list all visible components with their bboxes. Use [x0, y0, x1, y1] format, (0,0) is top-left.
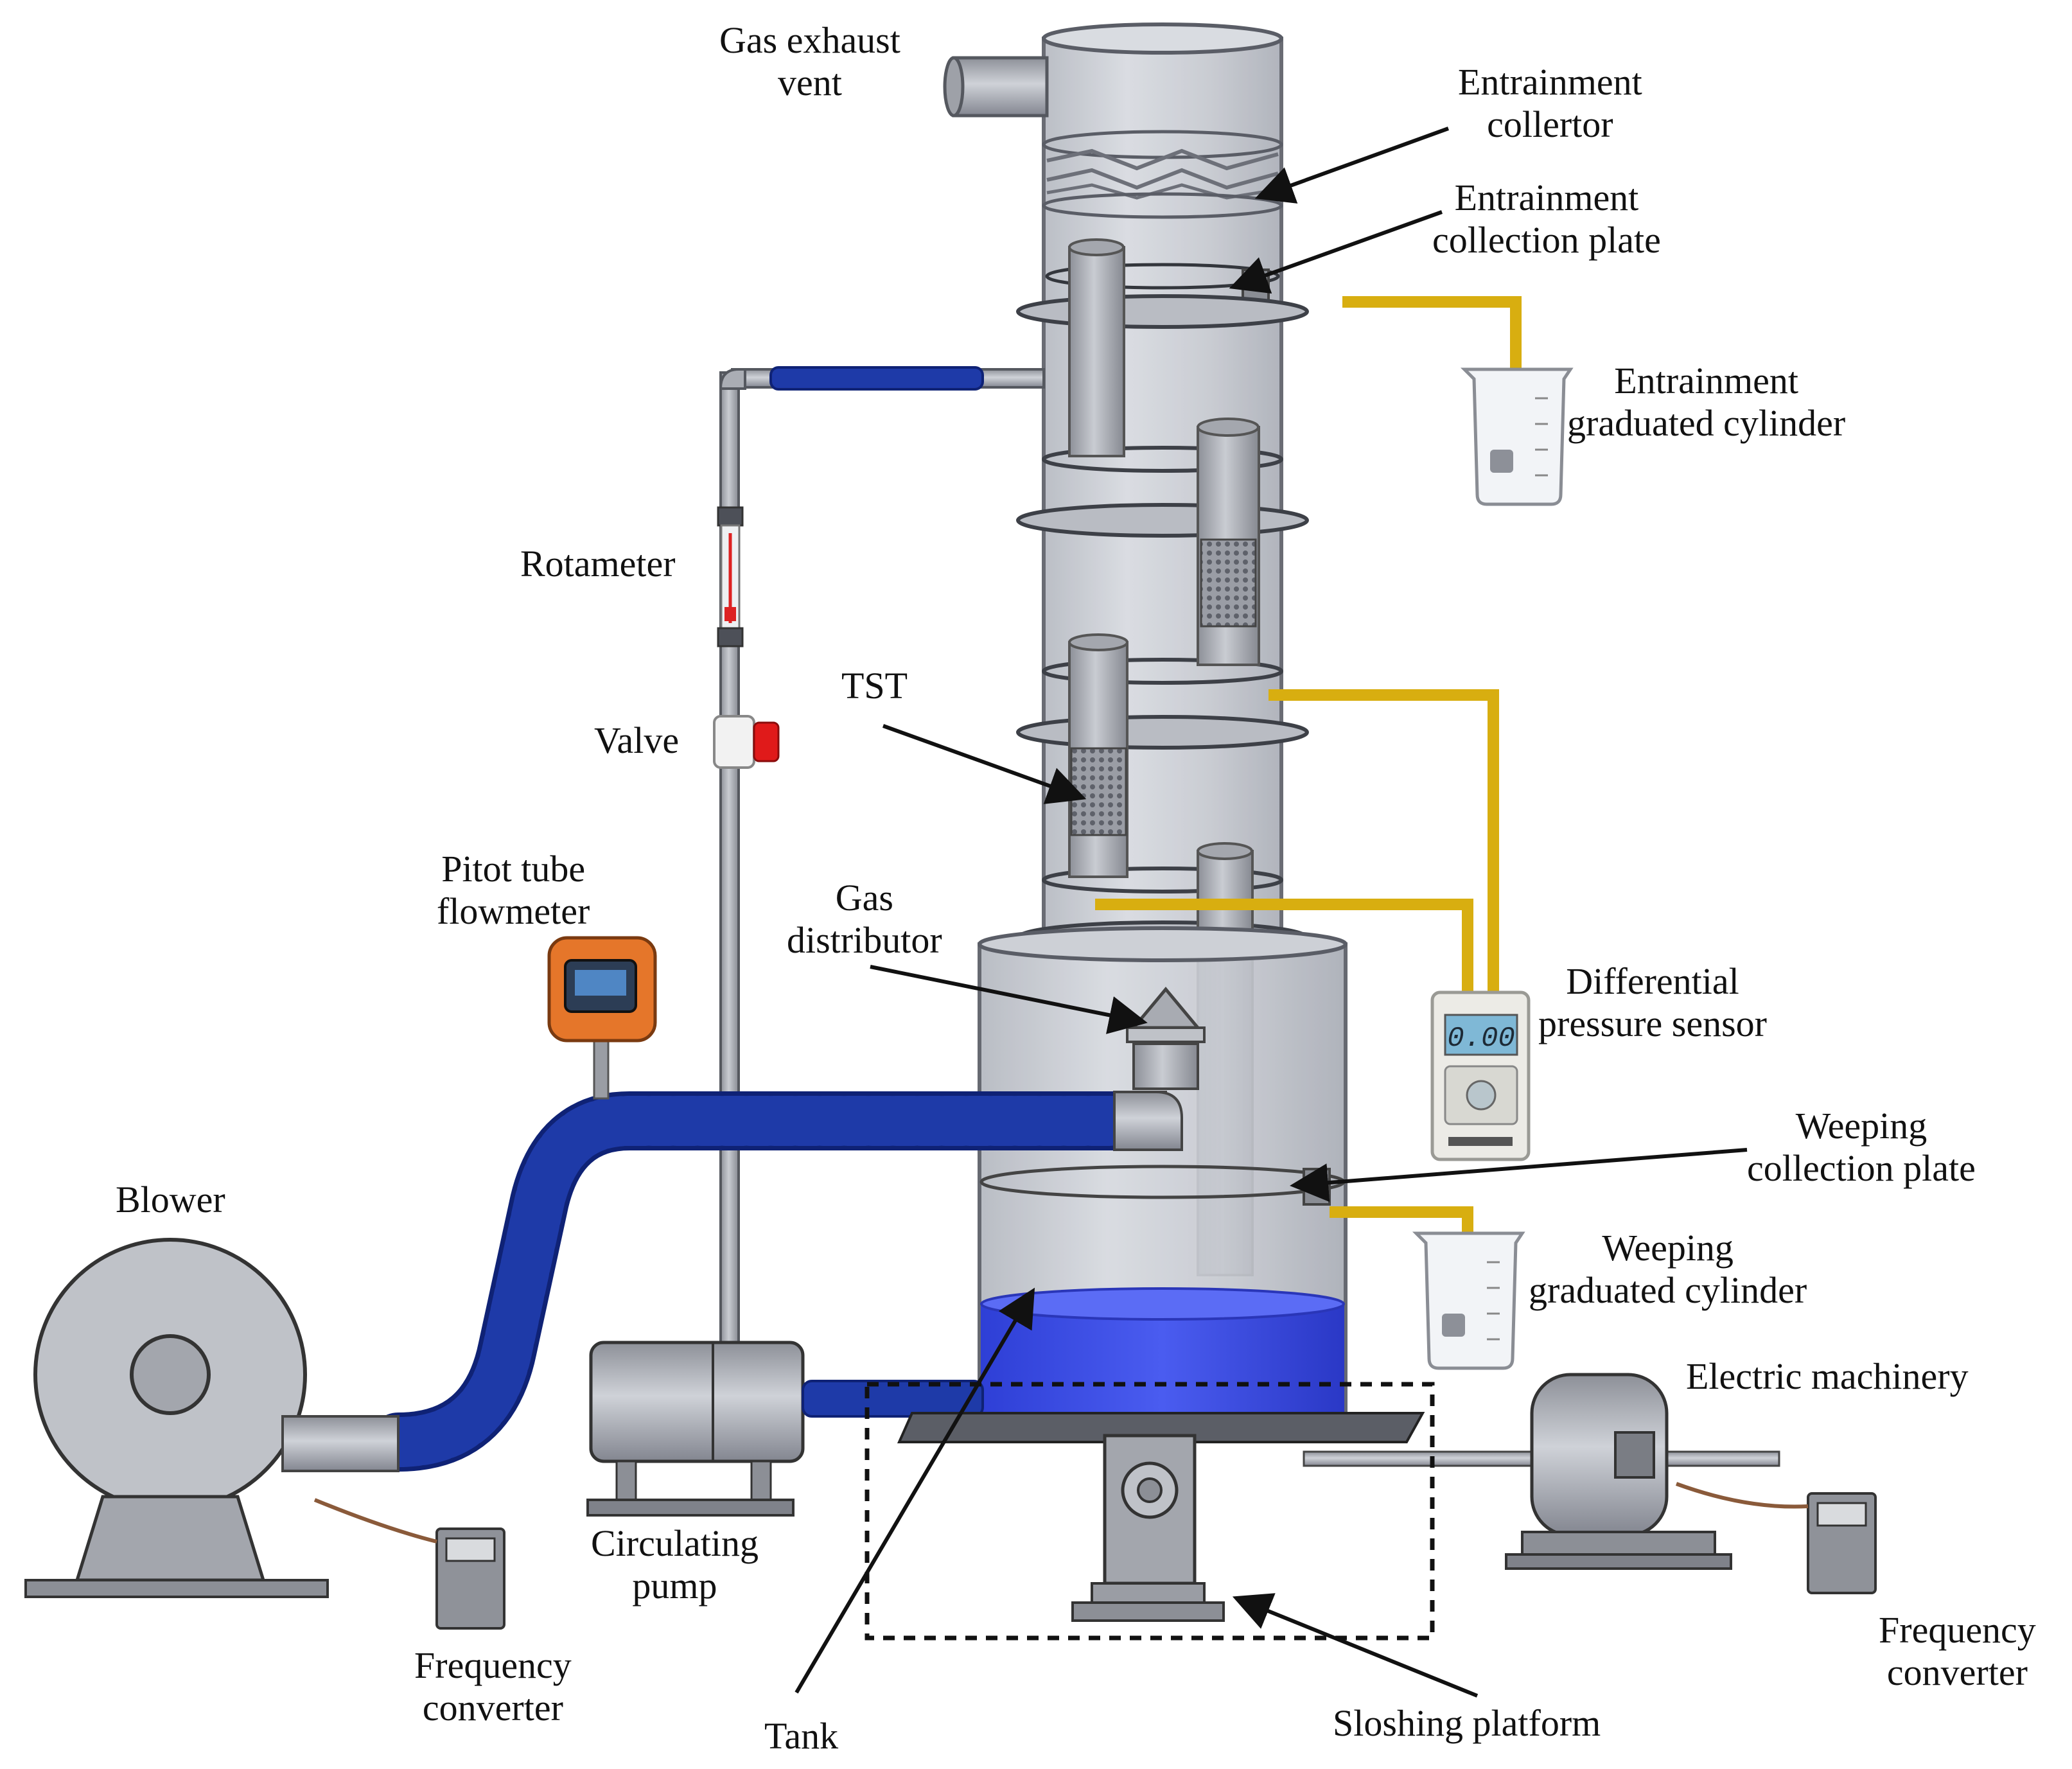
label-line: flowmeter: [437, 890, 590, 932]
electric-machinery: [1505, 1373, 1732, 1570]
label-frequency-converter-right: Frequency converter: [1879, 1609, 2036, 1694]
label-line: collertor: [1487, 103, 1613, 145]
label-tank: Tank: [764, 1715, 838, 1757]
label-line: Differential: [1566, 960, 1739, 1002]
label-line: Tank: [764, 1715, 839, 1757]
label-line: Gas: [835, 877, 893, 919]
entrainment-collector-mesh: [1042, 130, 1283, 219]
label-line: Weeping: [1795, 1105, 1927, 1147]
label-line: Frequency: [1879, 1609, 2036, 1651]
label-line: pressure sensor: [1538, 1003, 1767, 1044]
circulating-pump: [586, 1341, 984, 1517]
label-tst: TST: [841, 665, 908, 707]
label-line: collection plate: [1432, 219, 1661, 261]
air-hose: [369, 1091, 1150, 1472]
hose-elbow: [1113, 1091, 1183, 1151]
label-entrainment-collection-plate: Entrainment collection plate: [1432, 177, 1661, 261]
frequency-converter-left-device: [313, 1498, 505, 1630]
label-line: graduated cylinder: [1567, 402, 1846, 444]
label-line: Entrainment: [1454, 177, 1639, 218]
rotameter: [717, 506, 744, 647]
label-circulating-pump: Circulating pump: [591, 1522, 759, 1607]
label-line: Sloshing platform: [1333, 1702, 1601, 1744]
label-line: collection plate: [1747, 1147, 1976, 1189]
label-line: converter: [1886, 1651, 2028, 1693]
label-line: Rotameter: [520, 543, 676, 585]
label-line: Blower: [116, 1179, 225, 1220]
leader-arrows: [795, 127, 1748, 1698]
label-differential-pressure-sensor: Differential pressure sensor: [1538, 960, 1767, 1045]
label-line: Electric machinery: [1686, 1355, 1969, 1397]
label-line: Weeping: [1602, 1227, 1734, 1269]
sloshing-platform: [865, 1382, 1780, 1641]
label-weeping-collection-plate: Weeping collection plate: [1747, 1105, 1976, 1190]
label-gas-exhaust-vent: Gas exhaust vent: [719, 19, 900, 104]
label-line: Valve: [594, 719, 680, 761]
label-frequency-converter-left: Frequency converter: [414, 1644, 572, 1729]
label-line: graduated cylinder: [1529, 1269, 1807, 1311]
label-entrainment-collector: Entrainment collertor: [1458, 61, 1642, 146]
label-sloshing-platform: Sloshing platform: [1333, 1702, 1601, 1745]
differential-pressure-sensor: 0.00: [1430, 990, 1531, 1161]
label-blower: Blower: [116, 1179, 225, 1221]
signal-lines: [1095, 296, 1522, 1233]
label-valve: Valve: [594, 719, 679, 762]
label-line: TST: [841, 665, 908, 707]
gas-exhaust-vent-pipe: [943, 56, 1049, 118]
label-entrainment-graduated-cylinder: Entrainment graduated cylinder: [1567, 360, 1845, 444]
entrainment-beaker: [1460, 367, 1574, 506]
weeping-beaker: [1412, 1231, 1525, 1370]
label-rotameter: Rotameter: [520, 543, 676, 585]
label-line: Gas exhaust: [719, 19, 900, 61]
label-line: distributor: [787, 919, 942, 961]
label-gas-distributor: Gas distributor: [787, 877, 942, 962]
label-line: Entrainment: [1458, 61, 1642, 103]
pitot-tube-flowmeter: [547, 936, 657, 1100]
label-pitot-tube-flowmeter: Pitot tube flowmeter: [437, 848, 590, 933]
frequency-converter-right-device: [1675, 1482, 1877, 1594]
label-line: Entrainment: [1614, 360, 1798, 401]
label-weeping-graduated-cylinder: Weeping graduated cylinder: [1529, 1227, 1807, 1312]
label-line: vent: [778, 62, 842, 103]
valve: [713, 715, 780, 769]
label-line: converter: [422, 1687, 563, 1729]
label-line: Circulating: [591, 1522, 759, 1564]
sensor-display-value: 0.00: [1447, 1023, 1515, 1055]
label-line: Pitot tube: [441, 848, 586, 890]
label-line: pump: [632, 1565, 717, 1606]
label-electric-machinery: Electric machinery: [1686, 1355, 1969, 1398]
label-line: Frequency: [414, 1644, 572, 1686]
blower: [24, 1238, 399, 1598]
